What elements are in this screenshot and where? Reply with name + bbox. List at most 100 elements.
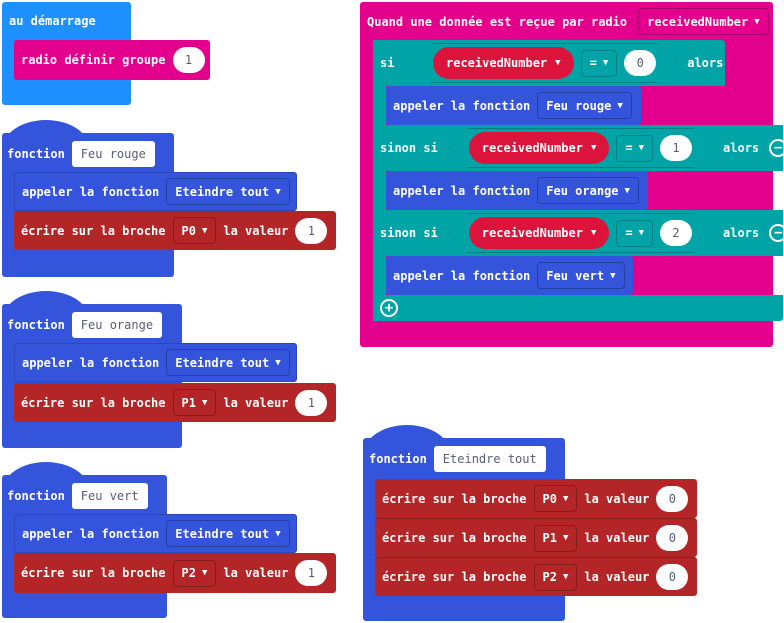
chevron-down-icon: ▼	[590, 228, 597, 238]
variable-name: receivedNumber	[481, 226, 583, 240]
call-label: appeler la fonction	[393, 268, 531, 283]
value-input[interactable]: 1	[295, 389, 328, 416]
function-target: Eteindre tout	[175, 355, 270, 370]
pin-dropdown[interactable]: P2▼	[533, 563, 578, 591]
digital-write-block[interactable]: écrire sur la broche P2▼ la valeur 0	[375, 557, 697, 596]
chevron-down-icon: ▼	[602, 58, 609, 68]
function-keyword: fonction	[369, 452, 427, 466]
function-name-field[interactable]: Feu vert	[71, 483, 148, 509]
pin-dropdown[interactable]: P0▼	[533, 485, 578, 512]
call-label: appeler la fonction	[22, 355, 160, 370]
operator: =	[625, 141, 633, 155]
variable-block[interactable]: receivedNumber▼	[469, 132, 610, 164]
variable-name: receivedNumber	[446, 56, 548, 70]
variable-block[interactable]: receivedNumber▼	[433, 47, 574, 79]
digital-write-block[interactable]: écrire sur la broche P1 ▼ la valeur 1	[14, 383, 336, 422]
value-input[interactable]: 0	[656, 485, 689, 512]
group-value-input[interactable]: 1	[172, 47, 205, 73]
function-name-field[interactable]: Eteindre tout	[433, 446, 546, 472]
remove-branch-icon[interactable]: −	[769, 139, 784, 157]
compare-block[interactable]: receivedNumber▼=▼1	[448, 128, 713, 168]
if-block-footer	[373, 295, 783, 321]
on-start-label: au démarrage	[9, 14, 96, 28]
chevron-down-icon: ▼	[562, 533, 569, 543]
remove-branch-icon[interactable]: −	[769, 224, 784, 242]
compare-value-input[interactable]: 1	[660, 135, 692, 161]
pin-value: P0	[542, 491, 557, 506]
function-name-field[interactable]: Feu rouge	[71, 141, 155, 167]
pin-dropdown[interactable]: P0 ▼	[172, 217, 217, 244]
value-input[interactable]: 0	[656, 564, 689, 590]
function-dropdown[interactable]: Eteindre tout ▼	[166, 349, 290, 376]
chevron-down-icon: ▼	[275, 528, 281, 539]
compare-block[interactable]: receivedNumber▼=▼2	[448, 213, 713, 253]
value-input[interactable]: 1	[295, 560, 328, 586]
operator-dropdown[interactable]: =▼	[616, 135, 653, 162]
call-function-block[interactable]: appeler la fonction Eteindre tout ▼	[14, 514, 297, 553]
chevron-down-icon: ▼	[638, 143, 645, 153]
pin-dropdown[interactable]: P1▼	[533, 524, 578, 552]
value-label: la valeur	[223, 566, 289, 580]
function-dropdown[interactable]: Eteindre tout▼	[166, 178, 290, 205]
function-target: Eteindre tout	[175, 526, 270, 541]
function-target: Feu vert	[546, 268, 605, 283]
digital-write-block[interactable]: écrire sur la broche P2 ▼ la valeur 1	[14, 553, 336, 593]
function-target: Eteindre tout	[175, 184, 270, 199]
compare-block[interactable]: receivedNumber▼=▼0	[412, 43, 677, 83]
pin-value: P2	[542, 570, 557, 584]
function-dropdown[interactable]: Feu rouge▼	[537, 92, 632, 119]
chevron-down-icon: ▼	[638, 228, 645, 238]
write-label: écrire sur la broche	[21, 223, 166, 238]
pin-dropdown[interactable]: P2 ▼	[172, 559, 217, 587]
value-label: la valeur	[584, 570, 650, 584]
compare-value-input[interactable]: 0	[624, 50, 656, 76]
pin-dropdown[interactable]: P1 ▼	[172, 389, 217, 416]
else-if-keyword: sinon si	[380, 141, 438, 155]
then-label: alors	[723, 226, 760, 240]
write-label: écrire sur la broche	[382, 570, 527, 584]
operator-dropdown[interactable]: =▼	[616, 220, 653, 247]
variable-block[interactable]: receivedNumber ▼	[469, 217, 610, 249]
radio-set-group-block[interactable]: radio définir groupe 1	[14, 40, 210, 80]
radio-set-group-label: radio définir groupe	[21, 53, 166, 67]
chevron-down-icon: ▼	[201, 397, 208, 408]
write-label: écrire sur la broche	[382, 531, 527, 545]
chevron-down-icon: ▼	[624, 185, 630, 196]
call-function-block[interactable]: appeler la fonction Eteindre tout ▼	[14, 343, 297, 382]
value-input[interactable]: 0	[656, 525, 689, 551]
variable-name: receivedNumber	[647, 14, 749, 29]
then-label: alors	[723, 141, 760, 155]
received-variable-dropdown[interactable]: receivedNumber ▼	[638, 8, 769, 35]
write-label: écrire sur la broche	[21, 395, 166, 410]
write-label: écrire sur la broche	[21, 566, 166, 580]
write-label: écrire sur la broche	[382, 491, 527, 506]
pin-value: P1	[181, 395, 196, 410]
operator-dropdown[interactable]: =▼	[581, 50, 618, 77]
chevron-down-icon: ▼	[201, 568, 208, 578]
pin-value: P2	[181, 566, 196, 580]
value-label: la valeur	[223, 395, 289, 410]
chevron-down-icon: ▼	[754, 16, 760, 27]
function-dropdown[interactable]: Feu orange ▼	[537, 177, 639, 204]
call-label: appeler la fonction	[22, 526, 160, 541]
pin-value: P0	[181, 223, 196, 238]
function-dropdown[interactable]: Feu vert▼	[537, 262, 625, 289]
value-input[interactable]: 1	[295, 217, 328, 244]
function-keyword: fonction	[7, 489, 65, 503]
if-keyword: si	[380, 56, 395, 70]
function-target: Feu orange	[546, 183, 619, 198]
compare-value-input[interactable]: 2	[660, 220, 692, 246]
add-branch-icon[interactable]: +	[380, 299, 398, 317]
else-if-keyword: sinon si	[380, 226, 438, 240]
function-dropdown[interactable]: Eteindre tout ▼	[166, 520, 290, 547]
chevron-down-icon: ▼	[201, 225, 208, 236]
chevron-down-icon: ▼	[275, 357, 281, 368]
function-name-field[interactable]: Feu orange	[71, 312, 163, 338]
call-function-block[interactable]: appeler la fonction Feu vert▼	[386, 256, 633, 295]
